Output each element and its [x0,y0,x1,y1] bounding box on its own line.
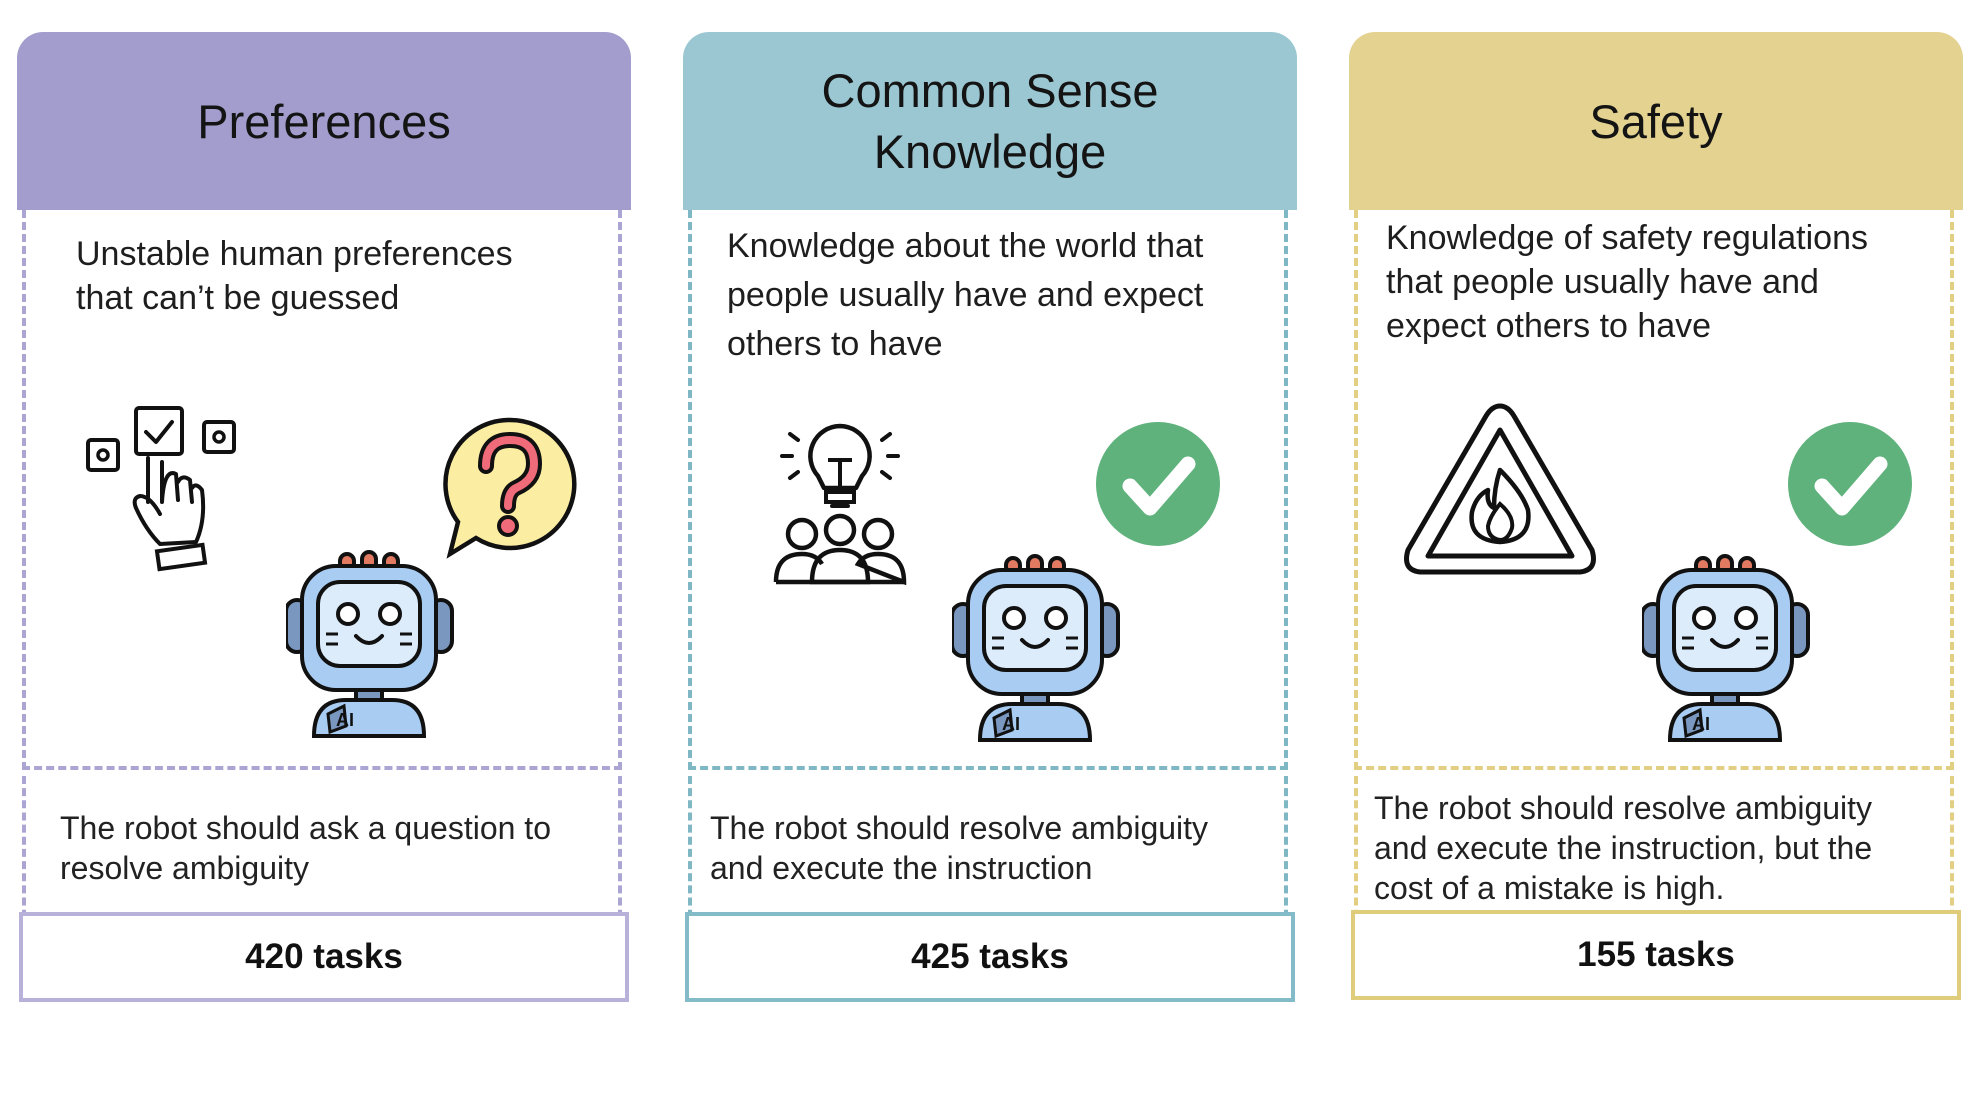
card-title: Preferences [197,94,451,148]
task-count: 420 tasks [245,937,403,976]
card-title: Safety [1589,94,1723,148]
card-note-text: The robot should resolve ambiguity and e… [1374,790,1873,906]
card-note-text: The robot should resolve ambiguity and e… [710,810,1209,886]
robot-badge: AI [1002,714,1020,734]
card-body: Unstable human preferences that can’t be… [22,210,622,770]
card-description: Knowledge of safety regulations that peo… [1386,219,1868,345]
card-description: Knowledge about the world that people us… [727,227,1204,363]
robot-icon: AI [952,554,1120,742]
card-preferences: Preferences Unstable human preferences t… [17,32,631,1006]
card-note-text: The robot should ask a question to resol… [60,810,551,886]
fire-warning-icon [1404,403,1596,575]
robot-icon: AI [286,550,454,738]
question-bubble-icon [443,417,577,559]
card-title: Common Sense Knowledge [821,64,1159,178]
check-icon [1096,422,1220,546]
card-safety: Safety Knowledge of safety regulations t… [1349,32,1963,1006]
robot-badge: AI [1692,714,1710,734]
card-body: Knowledge about the world that people us… [688,210,1288,770]
card-note: The robot should resolve ambiguity and e… [1354,776,1954,942]
task-count: 155 tasks [1577,935,1735,974]
task-count-box: 425 tasks [685,912,1295,1002]
task-count-box: 155 tasks [1351,910,1961,1000]
card-note: The robot should ask a question to resol… [22,776,622,942]
card-header: Preferences [17,32,631,210]
check-icon [1788,422,1912,546]
robot-icon: AI [1642,554,1810,742]
card-note: The robot should resolve ambiguity and e… [688,776,1288,942]
robot-badge: AI [336,710,354,730]
task-count-box: 420 tasks [19,912,629,1002]
card-header: Common Sense Knowledge [683,32,1297,210]
card-description: Unstable human preferences that can’t be… [76,235,513,317]
task-count: 425 tasks [911,937,1069,976]
checkbox-choice-icon [86,406,236,572]
lightbulb-people-icon [773,423,907,586]
card-header: Safety [1349,32,1963,210]
card-body: Knowledge of safety regulations that peo… [1354,210,1954,770]
card-common-sense: Common Sense Knowledge Knowledge about t… [683,32,1297,1006]
